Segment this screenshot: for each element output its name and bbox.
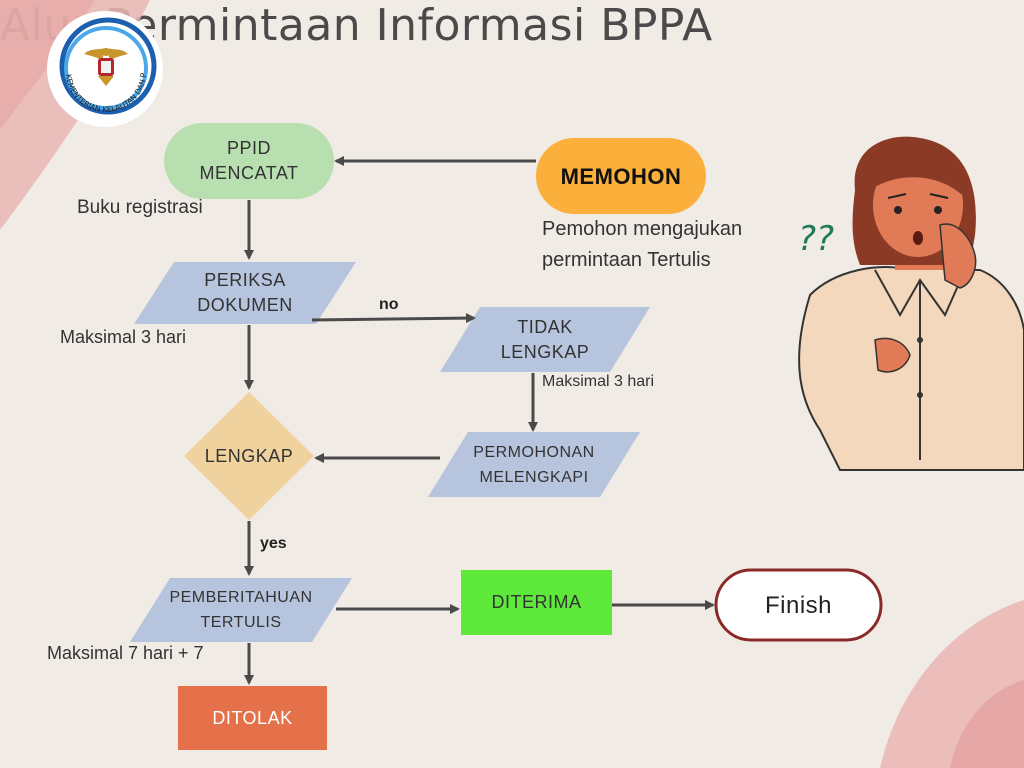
note-memohon-line1: Pemohon mengajukan — [542, 218, 743, 240]
finish-label: Finish — [764, 591, 833, 619]
note-maksimal-3-hari-b: Maksimal 3 hari — [542, 373, 655, 390]
note-maksimal-3-hari-a: Maksimal 3 hari — [60, 327, 187, 347]
tidak-lengkap-node — [440, 307, 650, 372]
pemberitahuan-label: PEMBERITAHUAN TERTULIS — [169, 589, 313, 631]
permohonan-label: PERMOHONAN MELENGKAPI — [473, 443, 595, 486]
ministry-logo: KEMENTERIAN KELAUTAN DAN PERIKANAN — [43, 3, 164, 128]
finish-node — [714, 568, 883, 642]
confused-woman-illustration: ?? — [780, 130, 1024, 475]
garuda-emblem-icon — [84, 48, 128, 86]
ditolak-node — [178, 686, 327, 750]
lengkap-label: LENGKAP — [204, 445, 294, 466]
ppid-label: PPID MENCATAT — [199, 138, 299, 183]
memohon-node — [536, 138, 706, 214]
edge-label-no: no — [379, 296, 399, 313]
arrow-periksa-to-tidak — [311, 313, 476, 324]
diterima-node — [461, 570, 612, 635]
note-maksimal-7-hari: Maksimal 7 hari + 7 — [47, 643, 204, 663]
periksa-node — [134, 262, 356, 324]
ppid-node — [164, 123, 334, 199]
diterima-label: DITERIMA — [491, 592, 582, 612]
memohon-label: MEMOHON — [560, 163, 682, 189]
edge-label-yes: yes — [260, 535, 287, 552]
question-marks-icon: ?? — [798, 219, 834, 259]
pemberitahuan-node — [130, 578, 352, 642]
lengkap-node — [184, 392, 314, 520]
permohonan-node — [428, 432, 640, 497]
ditolak-label: DITOLAK — [212, 707, 293, 728]
tidak-lengkap-label: TIDAK LENGKAP — [500, 316, 590, 362]
note-buku-registrasi: Buku registrasi — [77, 197, 203, 218]
note-memohon-line2: permintaan Tertulis — [542, 249, 711, 271]
periksa-label: PERIKSA DOKUMEN — [197, 270, 293, 315]
